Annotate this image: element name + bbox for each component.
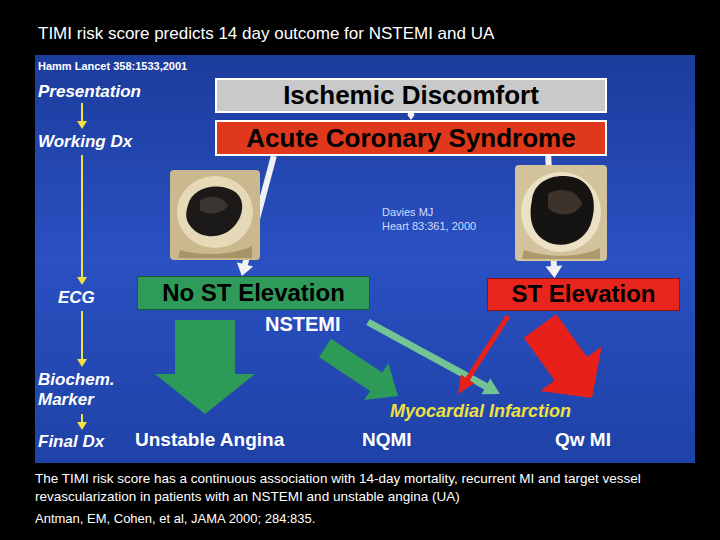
stage-label: Working Dx	[38, 132, 132, 152]
box-text: Acute Coronary Syndrome	[246, 124, 575, 153]
slide-title: TIMI risk score predicts 14 day outcome …	[38, 24, 494, 44]
vessel-shade	[178, 246, 252, 258]
diagnosis-box: Acute Coronary Syndrome	[215, 120, 607, 156]
timeline-arrowhead	[77, 277, 87, 285]
thrombus-detail	[200, 197, 228, 214]
presentation-box: Ischemic Discomfort	[215, 78, 607, 113]
outcome-arrow	[524, 314, 602, 398]
ecg-box: ST Elevation	[487, 278, 680, 311]
timeline-arrowhead	[77, 121, 87, 129]
stage-label: Biochem. Marker	[38, 370, 138, 409]
vessel-wall	[521, 172, 601, 252]
stage-label: Presentation	[38, 82, 141, 102]
connector-arrowhead	[546, 266, 563, 278]
box-text: Ischemic Discomfort	[283, 81, 539, 110]
category-label: NSTEMI	[265, 313, 341, 336]
diagnosis-label: Qw MI	[555, 429, 611, 451]
thrombus-blob	[531, 176, 594, 245]
vessel-wall	[177, 176, 253, 248]
reference-note: Heart 83:361, 2000	[382, 220, 476, 233]
timeline-segment	[81, 414, 83, 423]
diagnosis-label: Unstable Angina	[135, 429, 284, 451]
category-label: Myocardial Infarction	[390, 401, 571, 422]
timeline-segment	[81, 103, 83, 122]
photo-frame	[170, 170, 260, 260]
timeline-arrowhead	[77, 359, 87, 367]
box-text: ST Elevation	[511, 281, 655, 307]
thrombus-photo	[170, 170, 260, 260]
slide-caption: The TIMI risk score has a continuous ass…	[35, 470, 690, 505]
reference-note: Hamm Lancet 358:1533,2001	[38, 60, 187, 73]
box-text: No ST Elevation	[162, 280, 345, 306]
connector-arrowhead	[237, 262, 253, 276]
thrombus-detail	[548, 190, 582, 214]
timeline-segment	[81, 311, 83, 360]
citation: Antman, EM, Cohen, et al, JAMA 2000; 284…	[35, 512, 315, 527]
vessel-shade	[522, 248, 600, 259]
outcome-arrow	[155, 320, 255, 414]
timeline-segment	[81, 155, 83, 278]
stage-label: ECG	[58, 288, 95, 308]
outcome-arrow	[319, 339, 398, 400]
photo-frame	[515, 165, 607, 261]
thrombus-blob	[186, 186, 242, 236]
flow-connector	[407, 113, 415, 120]
timeline-arrowhead	[77, 422, 87, 430]
thrombus-photo	[515, 165, 607, 261]
stage-label: Final Dx	[38, 432, 104, 452]
outcome-arrow	[458, 315, 510, 394]
reference-note: Davies MJ	[382, 206, 433, 219]
diagnosis-label: NQMI	[362, 429, 412, 451]
ecg-box: No ST Elevation	[137, 276, 370, 310]
